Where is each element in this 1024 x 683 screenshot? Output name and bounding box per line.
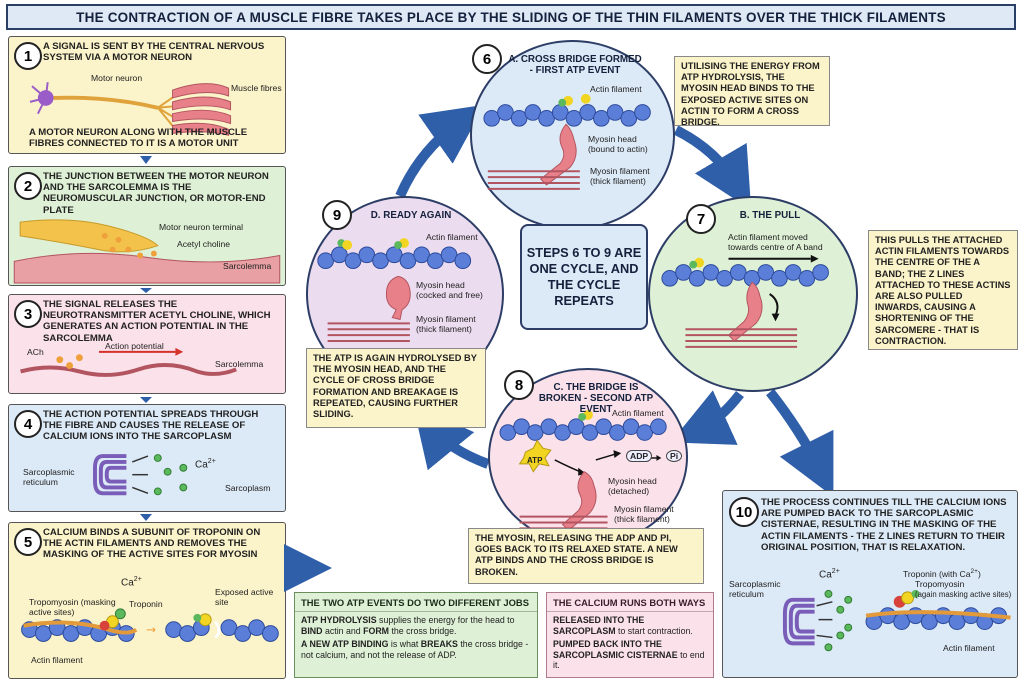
step-8-note: THE MYOSIN, RELEASING THE ADP AND Pi, GO… [468,528,704,584]
step-number: 1 [14,42,42,70]
step-text: THE PROCESS CONTINUES TILL THE CALCIUM I… [761,497,1007,553]
muscle-fibres-label: Muscle fibres [231,83,282,93]
calcium-release-illustration [93,454,188,496]
ready-again-illustration [317,238,472,342]
ca-label: Ca2+ [195,458,216,471]
page-title: THE CONTRACTION OF A MUSCLE FIBRE TAKES … [6,4,1016,30]
sarcolemma-wave [20,363,237,377]
action-potential-illustration [20,347,237,377]
sarcoplasmic-reticulum-icon [93,454,127,496]
actin-label: Actin filament [612,408,664,418]
step-1-panel: 1 A SIGNAL IS SENT BY THE CENTRAL NERVOU… [8,36,286,154]
step-10-panel: 10 THE PROCESS CONTINUES TILL THE CALCIU… [722,490,1018,678]
myosin-filament-label: Myosin filament(thick filament) [590,166,650,186]
box-title: THE CALCIUM RUNS BOTH WAYS [547,593,713,612]
cycle-step-8: 8 C. THE BRIDGE IS BROKEN - SECOND ATP E… [488,368,688,546]
actin-label: Actin filament [943,643,995,653]
cycle-step-6: 6 A. CROSS BRIDGE FORMED - FIRST ATP EVE… [470,40,675,230]
box-paragraph-2: PUMPED BACK INTO THE SARCOPLASMIC CISTER… [553,639,705,671]
step-caption: A MOTOR NEURON ALONG WITH THE MUSCLE FIB… [29,127,248,150]
step-number: 5 [14,528,42,556]
pi-label: Pi [666,450,683,462]
myosin-head-shape [539,123,577,186]
step-6-note: UTILISING THE ENERGY FROM ATP HYDROLYSIS… [674,56,830,127]
atp-burst [518,439,552,473]
sarcolemma-label: Sarcolemma [223,261,272,271]
step-number: 10 [729,497,759,527]
sarcoplasm-label: Sarcoplasm [225,483,271,493]
acetyl-choline-label: Acetyl choline [177,239,231,249]
terminal-label: Motor neuron terminal [159,222,244,232]
actin-filament-right [165,619,279,642]
terminal-shape [19,219,159,253]
myosin-head-label: Myosin head(bound to actin) [588,134,648,154]
atp-events-box: THE TWO ATP EVENTS DO TWO DIFFERENT JOBS… [294,592,538,678]
myosin-head-label: Myosin head(cocked and free) [416,280,483,300]
step-number: 2 [14,172,42,200]
myosin-head-label: Myosin head(detached) [608,476,657,496]
tropomyosin-label: Tropomyosin(again masking active sites) [915,579,1012,599]
myosin-filament-label: Myosin filament(thick filament) [614,504,674,524]
actin-label: Actin filament [426,232,478,242]
motor-neuron-label: Motor neuron [91,73,143,83]
box-paragraph-1: ATP HYDROLYSIS supplies the energy for t… [301,615,515,636]
sr-label: Sarcoplasmic reticulum [23,467,75,487]
step-number: 9 [322,200,352,230]
step-4-panel: 4 THE ACTION POTENTIAL SPREADS THROUGH T… [8,404,286,512]
ca-label: Ca2+ [819,568,840,581]
cycle-title: C. THE BRIDGE IS BROKEN - SECOND ATP EVE… [538,382,654,415]
tropomyosin-strand [23,620,138,635]
box-paragraph-2: A NEW ATP BINDING is what BREAKS the cro… [301,639,529,660]
action-potential-label: Action potential [105,341,164,351]
box-title: THE TWO ATP EVENTS DO TWO DIFFERENT JOBS [295,593,537,612]
actin-label: Actin filament [590,84,642,94]
atp-label: ATP [527,456,543,465]
tropomyosin-label: Tropomyosin (masking active sites) [29,597,116,617]
step-5-panel: 5 CALCIUM BINDS A SUBUNIT OF TROPONIN ON… [8,522,286,679]
adp-label: ADP [626,450,653,462]
ach-label: ACh [27,347,44,357]
troponin-illustration: → [21,608,279,642]
pull-illustration [661,254,829,348]
cycle-title: D. READY AGAIN [370,210,452,221]
muscle-fibres-icon [172,83,232,136]
troponin-label: Troponin (with Ca2+) [903,568,981,579]
step-text: THE ACTION POTENTIAL SPREADS THROUGH THE… [43,409,259,443]
calcium-box: THE CALCIUM RUNS BOTH WAYS RELEASED INTO… [546,592,714,678]
step-7-note: THIS PULLS THE ATTACHED ACTIN FILAMENTS … [868,230,1018,350]
relaxation-illustration [782,589,1011,652]
cycle-title: B. THE PULL [739,210,801,221]
sarcolemma-label: Sarcolemma [215,359,264,369]
step-3-panel: 3 THE SIGNAL RELEASES THE NEUROTRANSMITT… [8,294,286,394]
step-text: CALCIUM BINDS A SUBUNIT OF TROPONIN ON T… [43,527,261,561]
box-paragraph-1: RELEASED INTO THE SARCOPLASM to start co… [553,615,693,636]
junction-illustration [13,219,281,284]
ca-label: Ca2+ [121,576,142,589]
neuron-cell-icon [29,82,180,131]
sr-label: Sarcoplasmic reticulum [729,579,781,599]
exposed-site-label: Exposed active site [215,587,274,607]
svg-text:→: → [146,623,156,637]
step-number: 4 [14,410,42,438]
sarcolemma-shape [13,252,281,284]
step-text: THE JUNCTION BETWEEN THE MOTOR NEURON AN… [43,171,269,216]
step-2-panel: 2 THE JUNCTION BETWEEN THE MOTOR NEURON … [8,166,286,286]
step-number: 8 [504,370,534,400]
step-number: 7 [686,204,716,234]
step-text: A SIGNAL IS SENT BY THE CENTRAL NERVOUS … [43,41,265,64]
cycle-center-label: STEPS 6 TO 9 ARE ONE CYCLE, AND THE CYCL… [520,224,648,330]
motor-neuron-illustration [29,82,232,136]
actin-label: Actin filament [31,655,83,665]
myosin-filament-label: Myosin filament(thick filament) [416,314,476,334]
cross-bridge-illustration [483,93,651,190]
step-9-note: THE ATP IS AGAIN HYDROLYSED BY THE MYOSI… [306,348,486,428]
step-number: 6 [472,44,502,74]
troponin-label: Troponin [129,599,163,609]
step-number: 3 [14,300,42,328]
step-text: THE SIGNAL RELEASES THE NEUROTRANSMITTER… [43,299,271,344]
cycle-title: A. CROSS BRIDGE FORMED - FIRST ATP EVENT [508,54,642,76]
